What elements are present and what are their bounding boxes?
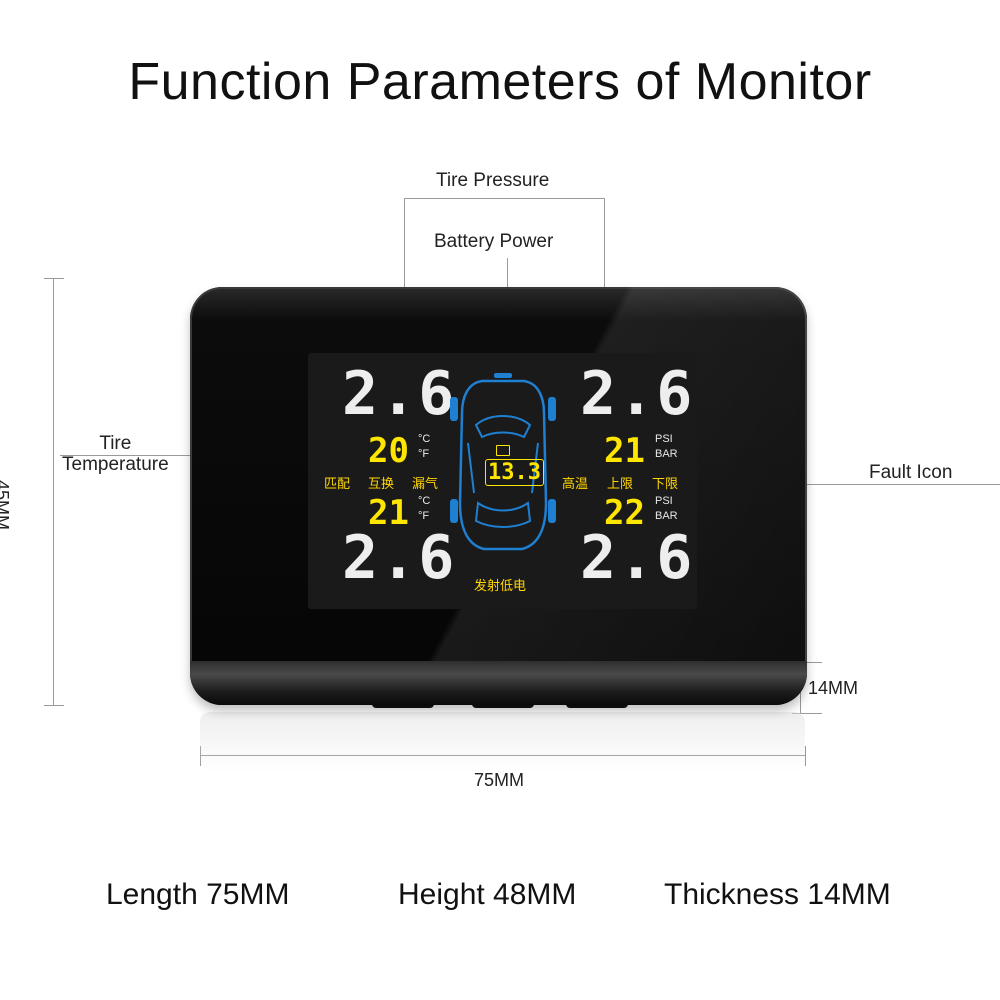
label-pair: 匹配 [324, 476, 351, 491]
spec-height: Height 48MM [398, 878, 577, 911]
tire-pressure-label: Tire Pressure [436, 170, 550, 191]
tire-temperature-label: Tire Temperature [62, 433, 169, 475]
lcd-screen: 2.6 2.6 2.6 2.6 20 °C °F 21 °C °F 21 PSI… [308, 353, 697, 609]
pressure-rear-right: 2.6 [580, 523, 695, 593]
spec-length: Length 75MM [106, 878, 290, 911]
width-dimension-label: 75MM [474, 770, 525, 790]
unit-psi-rear: PSI [655, 495, 673, 507]
pressure-front-right: 2.6 [580, 359, 695, 429]
thickness-dimension-label: 14MM [808, 678, 859, 698]
pressure-rear-left: 2.6 [342, 523, 457, 593]
label-lower-limit: 下限 [652, 476, 679, 491]
tpms-monitor-device: 2.6 2.6 2.6 2.6 20 °C °F 21 °C °F 21 PSI… [190, 287, 807, 705]
wheel-rear-right-icon [548, 499, 556, 523]
thickness-dimension-cap-top [792, 662, 822, 663]
label-high-temp: 高温 [562, 476, 589, 491]
wheel-rear-left-icon [450, 499, 458, 523]
height-dimension-line [53, 278, 54, 706]
battery-icon [496, 445, 510, 456]
width-dimension-cap-right [805, 746, 806, 766]
unit-celsius-rear: °C [418, 495, 431, 507]
label-swap: 互换 [368, 476, 395, 491]
unit-fahrenheit-rear: °F [418, 510, 430, 522]
height-dimension-cap-bottom [44, 705, 64, 706]
pressure-front-left: 2.6 [342, 359, 457, 429]
label-low-battery: 发射低电 [474, 578, 527, 593]
value-rear-right: 22 [604, 493, 645, 533]
value-front-right: 21 [604, 431, 645, 471]
car-outline-icon [458, 373, 548, 551]
tire-pressure-bracket-top [404, 198, 605, 199]
height-dimension-label: 45MM [0, 480, 12, 531]
unit-bar-front: BAR [655, 448, 678, 460]
unit-celsius-front: °C [418, 433, 431, 445]
device-reflection [200, 712, 805, 772]
label-upper-limit: 上限 [607, 476, 634, 491]
thickness-dimension-cap-bottom [792, 713, 822, 714]
fault-icon-label: Fault Icon [869, 462, 953, 483]
temperature-front-left: 20 [368, 431, 409, 471]
unit-psi-front: PSI [655, 433, 673, 445]
battery-voltage: 13.3 [485, 459, 544, 486]
height-dimension-cap-top [44, 278, 64, 279]
device-bottom-strip [190, 661, 807, 705]
page-title: Function Parameters of Monitor [128, 53, 872, 111]
wheel-front-right-icon [548, 397, 556, 421]
unit-bar-rear: BAR [655, 510, 678, 522]
battery-power-label: Battery Power [434, 231, 554, 252]
wheel-front-left-icon [450, 397, 458, 421]
label-leak: 漏气 [412, 476, 439, 491]
temperature-rear-left: 21 [368, 493, 409, 533]
unit-fahrenheit-front: °F [418, 448, 430, 460]
spec-thickness: Thickness 14MM [664, 878, 891, 911]
